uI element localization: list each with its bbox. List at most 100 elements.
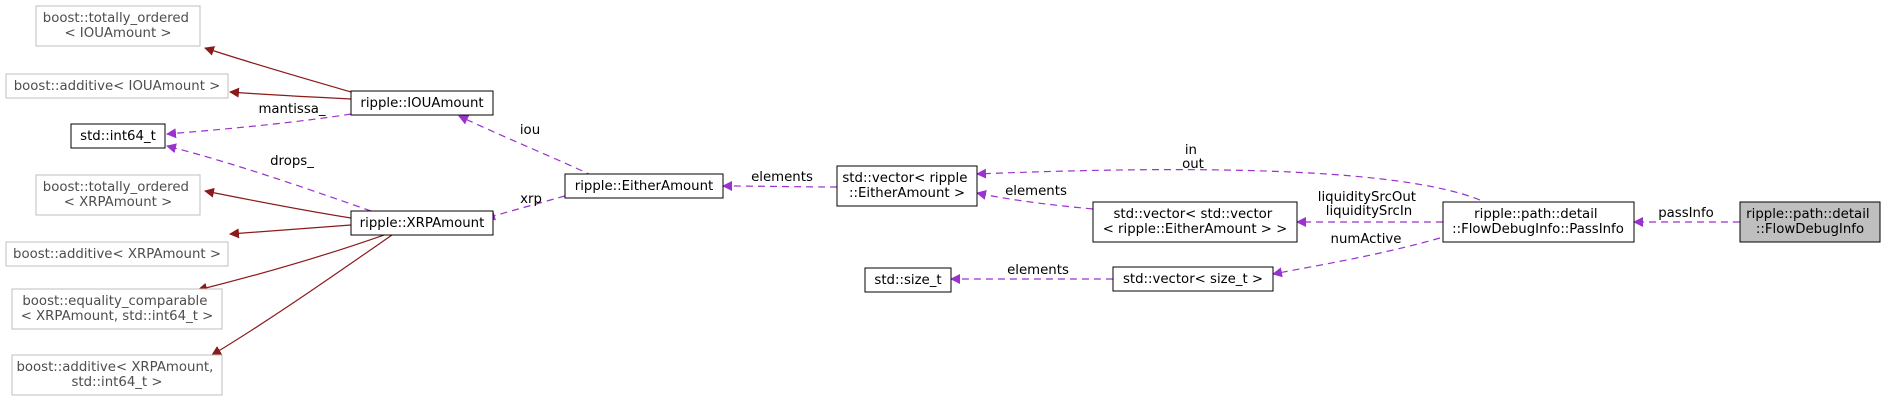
edge-label-line: mantissa_ <box>258 102 325 117</box>
edge-label-line: xrp <box>520 192 542 207</box>
node-totally-ordered-xrpamount[interactable]: boost::totally_ordered < XRPAmount > <box>35 174 201 216</box>
node-label-line: < IOUAmount > <box>64 26 171 41</box>
edge-label-line: passInfo <box>1658 206 1714 221</box>
node-label-line: ripple::EitherAmount <box>575 179 714 194</box>
edge-label-line: liquiditySrcIn <box>1326 204 1412 219</box>
edge-iou-uses-int64 <box>166 113 352 139</box>
node-label-line: boost::additive< XRPAmount > <box>13 247 221 262</box>
node-label-line: std::size_t <box>874 273 941 288</box>
svg-text:iou: iou <box>520 123 540 138</box>
edge-passinfo-uses-vector-size <box>1272 237 1441 278</box>
edge-label-num-active: numActive <box>1331 232 1402 247</box>
node-label-line: std::int64_t <box>80 129 156 144</box>
edge-label-line: liquiditySrcOut <box>1318 190 1416 205</box>
svg-text:boost::additive< XRPAmount >: boost::additive< XRPAmount > <box>13 247 221 262</box>
svg-text:xrp: xrp <box>520 192 542 207</box>
node-label-line: ripple::IOUAmount <box>360 96 483 111</box>
edge-iou-to-totally-ordered <box>204 46 352 93</box>
edge-label-drops: drops_ <box>270 154 314 169</box>
node-std-int64[interactable]: std::int64_t <box>70 123 166 149</box>
edge-vector-uses-either <box>722 181 838 192</box>
svg-text:ripple::EitherAmount: ripple::EitherAmount <box>575 179 714 194</box>
node-ripple-iouamount[interactable]: ripple::IOUAmount <box>350 90 494 116</box>
svg-text:mantissa_: mantissa_ <box>258 102 325 117</box>
edge-label-pass-info: passInfo <box>1658 206 1714 221</box>
edge-label-xrp: xrp <box>520 192 542 207</box>
svg-text:elements: elements <box>1005 184 1067 199</box>
svg-text:boost::additive< XRPAmount,: boost::additive< XRPAmount, std::int64_t… <box>16 360 217 390</box>
node-ripple-xrpamount[interactable]: ripple::XRPAmount <box>350 210 494 236</box>
svg-text:std::vector< size_t >: std::vector< size_t > <box>1123 272 1263 287</box>
edge-label-line: drops_ <box>270 154 314 169</box>
svg-text:elements: elements <box>1007 263 1069 278</box>
node-label-line: boost::totally_ordered <box>43 180 189 195</box>
node-vector-vector-eitheramount[interactable]: std::vector< std::vector < ripple::Eithe… <box>1092 201 1298 243</box>
node-ripple-eitheramount[interactable]: ripple::EitherAmount <box>564 173 724 199</box>
node-label-line: ripple::path::detail <box>1474 207 1597 222</box>
edge-xrp-to-additive <box>229 224 352 239</box>
edge-label-line: elements <box>1007 263 1069 278</box>
node-label-line: < ripple::EitherAmount > > <box>1103 222 1288 237</box>
node-additive-xrpamount[interactable]: boost::additive< XRPAmount > <box>5 241 229 267</box>
node-label-line: std::int64_t > <box>71 375 162 390</box>
edge-xrp-to-additive-int64 <box>211 234 393 356</box>
svg-text:numActive: numActive <box>1331 232 1402 247</box>
edge-iou-to-additive <box>229 87 352 100</box>
svg-text:std::vector< std::vector: std::vector< std::vector < ripple::Eithe… <box>1103 207 1288 237</box>
edge-either-uses-xrp <box>485 195 566 221</box>
edge-label-mantissa: mantissa_ <box>258 102 325 117</box>
node-label-line: std::vector< ripple <box>842 171 967 186</box>
svg-text:in out: in out <box>1182 143 1204 172</box>
node-label-line: < XRPAmount, std::int64_t > <box>21 309 214 324</box>
node-totally-ordered-iouamount[interactable]: boost::totally_ordered < IOUAmount > <box>35 5 201 47</box>
edge-label-line: elements <box>751 170 813 185</box>
node-additive-xrpamount-int64[interactable]: boost::additive< XRPAmount, std::int64_t… <box>11 354 223 396</box>
edge-label-line: numActive <box>1331 232 1402 247</box>
svg-text:ripple::IOUAmount: ripple::IOUAmount <box>360 96 483 111</box>
edge-label-elements-vector: elements <box>1005 184 1067 199</box>
svg-text:ripple::XRPAmount: ripple::XRPAmount <box>360 216 485 231</box>
edge-either-uses-iou <box>458 115 594 177</box>
node-label-line: std::vector< std::vector <box>1113 207 1272 222</box>
edge-xrp-to-equality-comparable <box>197 234 385 293</box>
node-label-line: ::EitherAmount > <box>849 186 965 201</box>
node-label-line: boost::totally_ordered <box>43 11 189 26</box>
svg-text:std::vector< ripple ::Ei: std::vector< ripple ::EitherAmount > <box>842 171 971 201</box>
node-label-line: boost::additive< IOUAmount > <box>14 79 221 94</box>
node-passinfo[interactable]: ripple::path::detail ::FlowDebugInfo::Pa… <box>1442 201 1635 243</box>
edge-label-line: out <box>1182 157 1204 172</box>
edge-vector-vector-uses-vector-either <box>976 189 1094 210</box>
edge-label-elements-either: elements <box>751 170 813 185</box>
svg-text:std::size_t: std::size_t <box>874 273 941 288</box>
edge-label-in-out: in out <box>1182 143 1204 172</box>
node-equality-comparable-xrpamount[interactable]: boost::equality_comparable < XRPAmount, … <box>11 288 223 330</box>
edge-label-iou: iou <box>520 123 540 138</box>
node-label-line: ripple::path::detail <box>1746 207 1869 222</box>
edge-xrp-to-totally-ordered <box>204 187 352 219</box>
node-std-size-t[interactable]: std::size_t <box>864 267 952 293</box>
node-vector-eitheramount[interactable]: std::vector< ripple ::EitherAmount > <box>836 165 978 207</box>
node-label-line: < XRPAmount > <box>64 195 173 210</box>
edge-label-elements-size: elements <box>1007 263 1069 278</box>
node-label-line: ::FlowDebugInfo <box>1756 222 1864 237</box>
svg-text:boost::totally_ordered <: boost::totally_ordered < XRPAmount > <box>43 180 193 210</box>
edge-label-line: elements <box>1005 184 1067 199</box>
edge-passinfo-uses-vector-either <box>976 168 1481 201</box>
node-label-line: std::vector< size_t > <box>1123 272 1263 287</box>
svg-text:ripple::path::detail ::F: ripple::path::detail ::FlowDebugInfo <box>1746 207 1874 237</box>
svg-text:boost::totally_ordered <: boost::totally_ordered < IOUAmount > <box>43 11 193 41</box>
svg-text:drops_: drops_ <box>270 154 314 169</box>
node-label-line: ripple::XRPAmount <box>360 216 485 231</box>
node-label-line: boost::additive< XRPAmount, <box>16 360 213 375</box>
node-additive-iouamount[interactable]: boost::additive< IOUAmount > <box>5 73 229 99</box>
node-vector-size-t[interactable]: std::vector< size_t > <box>1112 266 1274 292</box>
edge-label-line: iou <box>520 123 540 138</box>
edge-label-line: in <box>1185 143 1197 158</box>
node-label-line: boost::equality_comparable <box>22 294 207 309</box>
node-flowdebuginfo[interactable]: ripple::path::detail ::FlowDebugInfo <box>1739 201 1881 243</box>
node-label-line: ::FlowDebugInfo::PassInfo <box>1452 222 1624 237</box>
svg-text:ripple::path::detail ::F: ripple::path::detail ::FlowDebugInfo::Pa… <box>1452 207 1624 237</box>
svg-text:passInfo: passInfo <box>1658 206 1714 221</box>
svg-text:liquiditySrcOut liquidit: liquiditySrcOut liquiditySrcIn <box>1318 190 1420 219</box>
